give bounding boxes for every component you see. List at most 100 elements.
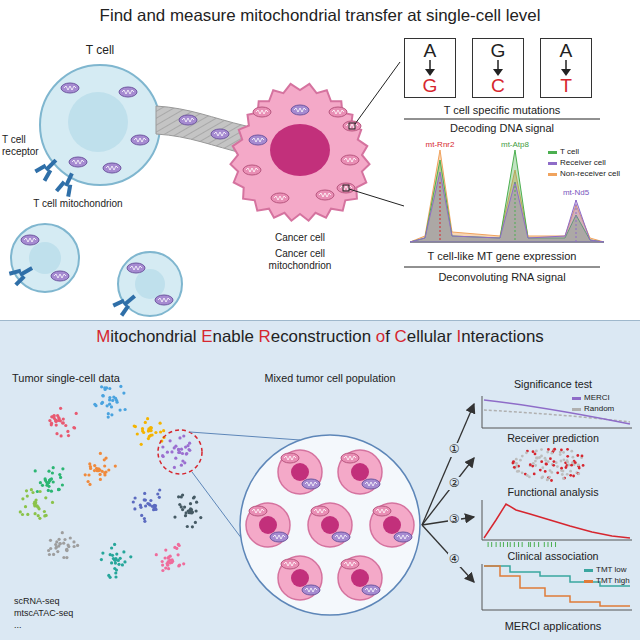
circle-shape <box>129 555 132 558</box>
circle-shape <box>55 540 58 543</box>
circle-shape <box>544 459 547 462</box>
circle-shape <box>122 550 125 553</box>
label: T cell <box>70 44 130 58</box>
ellipse-shape <box>270 124 330 176</box>
circle-shape <box>565 466 568 469</box>
circle-shape <box>45 484 48 487</box>
circle-shape <box>108 387 111 390</box>
line-shape <box>0 320 640 321</box>
circle-shape <box>64 424 67 427</box>
circle-shape <box>259 516 277 534</box>
use-shape <box>127 263 145 273</box>
circle-shape <box>164 556 167 559</box>
circle-shape <box>21 497 24 500</box>
circle-shape <box>97 467 100 470</box>
circle-shape <box>182 434 185 437</box>
circle-shape <box>574 461 577 464</box>
rect-shape <box>343 185 349 191</box>
legend-item: T cell <box>548 148 579 156</box>
circle-shape <box>540 460 543 463</box>
circle-shape <box>140 514 143 517</box>
circle-shape <box>546 451 549 454</box>
circle-shape <box>84 473 87 476</box>
heading: Receiver prediction <box>470 432 636 444</box>
use-shape <box>179 115 197 125</box>
circle-shape <box>553 448 556 451</box>
circle-shape <box>533 473 536 476</box>
line-shape <box>355 62 400 124</box>
label: mt-Atp8 <box>495 140 535 149</box>
circle-shape <box>521 455 524 458</box>
circle-shape <box>534 453 537 456</box>
circle-shape <box>338 450 382 494</box>
use-shape <box>316 190 334 200</box>
circle-shape <box>560 469 563 472</box>
circle-shape <box>72 426 75 429</box>
line-shape <box>530 542 531 547</box>
circle-shape <box>101 552 104 555</box>
callout-number: ② <box>448 477 461 491</box>
circle-shape <box>57 488 60 491</box>
circle-shape <box>47 470 50 473</box>
circle-shape <box>526 474 529 477</box>
circle-shape <box>521 471 524 474</box>
circle-shape <box>62 542 65 545</box>
circle-shape <box>110 413 113 416</box>
circle-shape <box>88 483 91 486</box>
circle-shape <box>188 511 191 514</box>
circle-shape <box>177 448 180 451</box>
circle-shape <box>189 507 192 510</box>
circle-shape <box>61 483 64 486</box>
heading: Mitochondrial Enable Reconstruction of C… <box>0 327 640 346</box>
use-shape <box>373 506 391 516</box>
circle-shape <box>119 385 122 388</box>
circle-shape <box>566 473 569 476</box>
line-shape <box>538 542 539 547</box>
line-shape <box>547 542 548 547</box>
circle-shape <box>49 539 52 542</box>
circle-shape <box>99 478 102 481</box>
arrow-symbol <box>560 60 572 76</box>
circle-shape <box>29 242 61 274</box>
circle-shape <box>156 492 159 495</box>
use-shape <box>341 155 359 165</box>
label: T cell receptor <box>2 134 64 157</box>
circle-shape <box>37 514 40 517</box>
circle-shape <box>576 454 579 457</box>
circle-shape <box>139 506 142 509</box>
line-shape <box>404 119 600 120</box>
circle-shape <box>115 399 118 402</box>
label: mt-Rnr2 <box>420 140 460 149</box>
circle-shape <box>132 500 135 503</box>
circle-shape <box>62 418 65 421</box>
line-shape <box>349 189 404 206</box>
legend-swatch <box>572 397 581 400</box>
circle-shape <box>54 547 57 550</box>
circle-shape <box>124 408 127 411</box>
circle-shape <box>54 419 57 422</box>
path-shape <box>561 69 571 76</box>
circle-shape <box>581 455 584 458</box>
circle-shape <box>147 430 150 433</box>
circle-shape <box>99 473 102 476</box>
circle-shape <box>519 459 522 462</box>
use-shape <box>8 261 36 287</box>
circle-shape <box>194 521 197 524</box>
population-circle: Mixed tumor cell population <box>232 372 428 622</box>
polyline-shape <box>482 500 632 540</box>
circle-shape <box>106 404 109 407</box>
circle-shape <box>107 416 110 419</box>
circle-shape <box>516 470 519 473</box>
label: Decoding DNA signal <box>402 122 602 135</box>
circle-shape <box>167 560 170 563</box>
circle-shape <box>178 503 181 506</box>
circle-shape <box>143 520 146 523</box>
circle-shape <box>43 510 46 513</box>
legend-text: Non-receiver cell <box>560 170 620 178</box>
circle-shape <box>158 488 161 491</box>
use-shape <box>51 271 69 281</box>
circle-shape <box>570 450 573 453</box>
line-shape <box>544 542 545 547</box>
circle-shape <box>117 563 120 566</box>
arrow-symbol <box>492 60 504 76</box>
